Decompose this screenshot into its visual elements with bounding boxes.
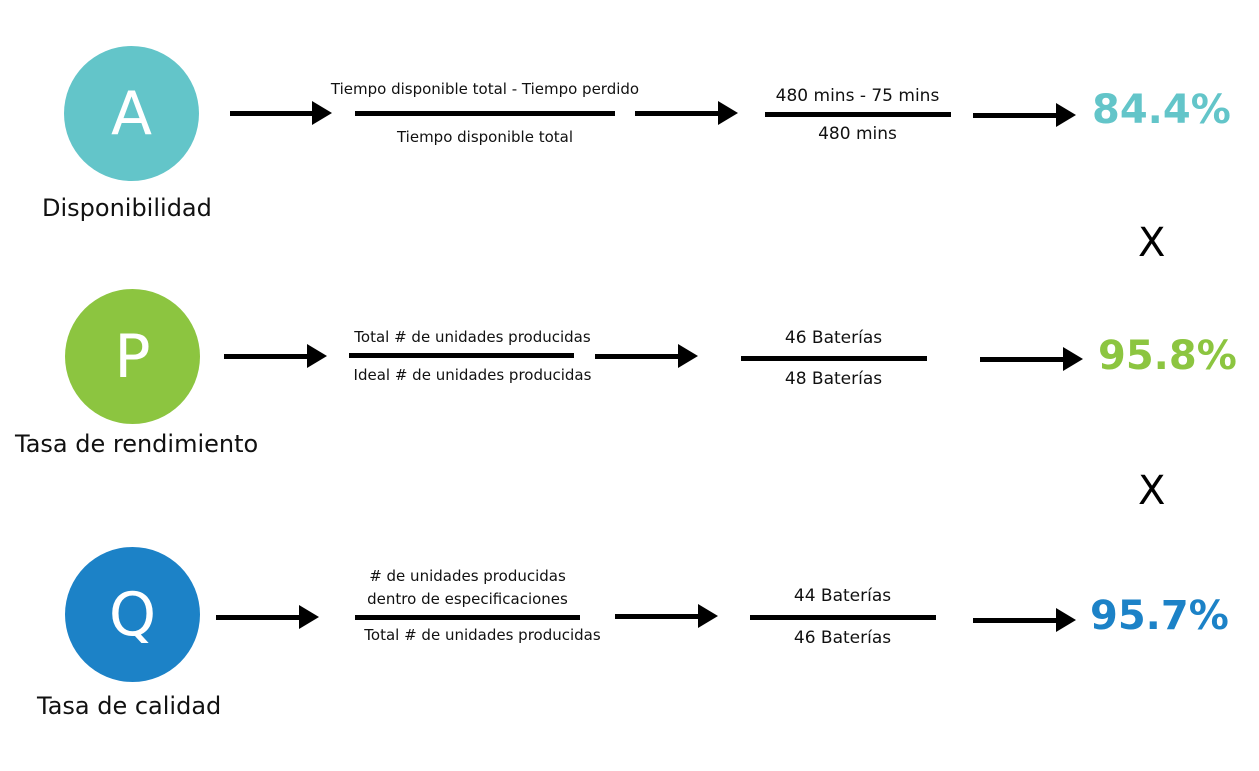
quality-result: 95.7% [1090, 593, 1229, 639]
availability-label: Disponibilidad [42, 194, 212, 222]
availability-values-bar [765, 112, 951, 117]
arrow-icon [615, 601, 718, 631]
quality-values-numerator: 44 Baterías [793, 586, 892, 606]
arrow-icon [973, 605, 1076, 635]
quality-formula-bar [355, 615, 580, 620]
quality-formula-numerator-line2: dentro de especificaciones [367, 590, 568, 608]
availability-formula-bar [355, 111, 615, 116]
arrow-icon [595, 341, 698, 371]
availability-values-denominator: 480 mins [818, 124, 897, 144]
performance-formula-denominator: Ideal # de unidades producidas [353, 366, 592, 384]
arrow-icon [230, 98, 332, 128]
multiply-operator-2: X [1138, 468, 1166, 514]
performance-values-denominator: 48 Baterías [784, 369, 883, 389]
performance-formula-numerator: Total # de unidades producidas [354, 328, 591, 346]
quality-values-denominator: 46 Baterías [793, 628, 892, 648]
performance-values-bar [741, 356, 927, 361]
availability-formula-denominator: Tiempo disponible total [396, 128, 574, 146]
quality-formula-denominator: Total # de unidades producidas [364, 626, 601, 644]
quality-values-bar [750, 615, 936, 620]
arrow-icon [224, 341, 327, 371]
performance-values-numerator: 46 Baterías [784, 328, 883, 348]
performance-label: Tasa de rendimiento [15, 430, 259, 458]
multiply-operator-1: X [1138, 220, 1166, 266]
arrow-icon [216, 602, 319, 632]
availability-result: 84.4% [1092, 87, 1231, 133]
arrow-icon [973, 100, 1076, 130]
arrow-icon [980, 344, 1083, 374]
performance-result: 95.8% [1098, 333, 1237, 379]
availability-circle: A [64, 46, 199, 181]
availability-formula-numerator: Tiempo disponible total - Tiempo perdido [330, 80, 640, 98]
performance-formula-bar [349, 353, 574, 358]
quality-label: Tasa de calidad [37, 692, 222, 720]
performance-circle: P [65, 289, 200, 424]
availability-values-numerator: 480 mins - 75 mins [775, 86, 940, 106]
quality-circle: Q [65, 547, 200, 682]
arrow-icon [635, 98, 738, 128]
quality-formula-numerator-line1: # de unidades producidas [369, 567, 566, 585]
